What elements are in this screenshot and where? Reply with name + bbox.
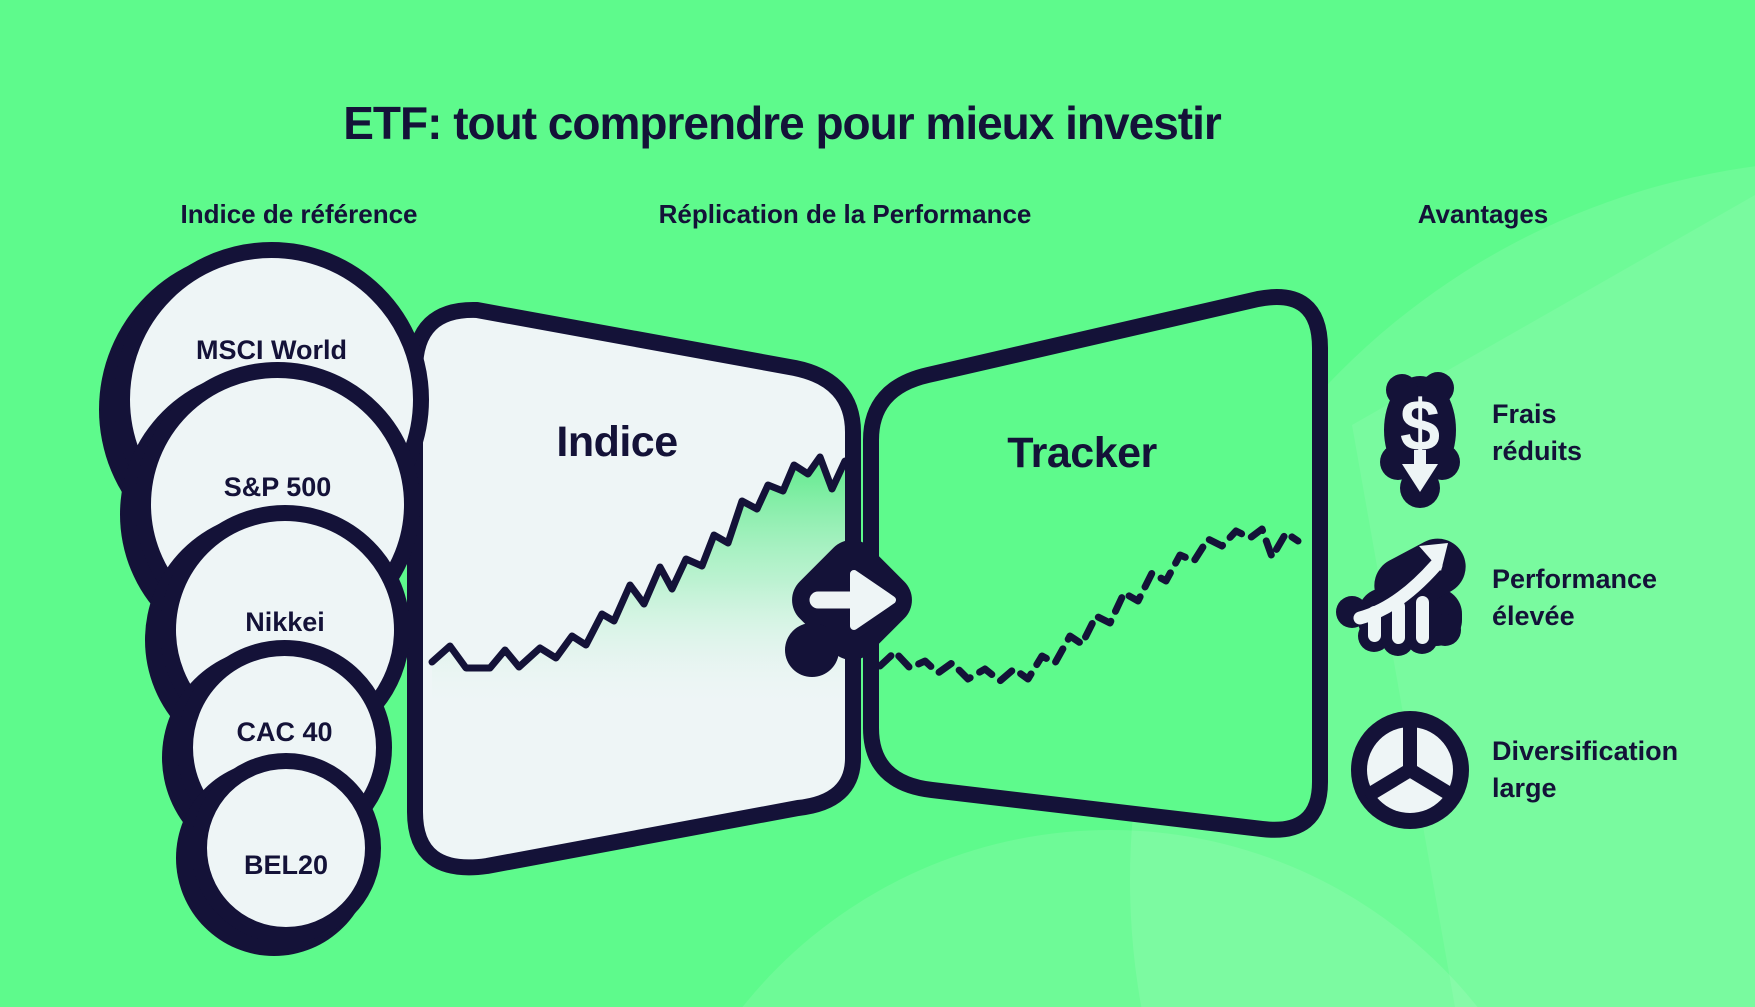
index-label: BEL20 (243, 850, 329, 880)
advantage-frais-reduits: Frais réduits (1492, 399, 1583, 466)
right-arrow-icon (785, 540, 912, 677)
tracker-panel (863, 289, 1328, 838)
header-indice-de-reference: Indice de référence (180, 199, 418, 229)
advantage-diversification-large: Diversification large (1492, 736, 1679, 803)
advantage-performance-elevee: Performance élevée (1492, 564, 1658, 631)
tracker-panel-title: Tracker (1007, 429, 1157, 477)
page-title: ETF: tout comprendre pour mieux investir (343, 97, 1222, 149)
header-avantages: Avantages (1417, 199, 1549, 229)
indice-panel (407, 301, 861, 876)
header-replication: Réplication de la Performance (658, 199, 1032, 229)
bar-chart-up-icon (1336, 538, 1466, 656)
tracker-dashed-chart (876, 525, 1302, 685)
pie-chart-icon (1351, 711, 1469, 829)
dollar-down-icon: $ (1380, 372, 1460, 508)
index-circle-bel20: BEL20 (191, 753, 381, 943)
index-label: CAC 40 (236, 717, 333, 747)
index-label: Nikkei (245, 607, 325, 637)
index-label: S&P 500 (223, 472, 332, 502)
indice-area-chart (428, 453, 849, 712)
index-label: MSCI World (196, 335, 347, 365)
indice-panel-title: Indice (556, 418, 678, 466)
